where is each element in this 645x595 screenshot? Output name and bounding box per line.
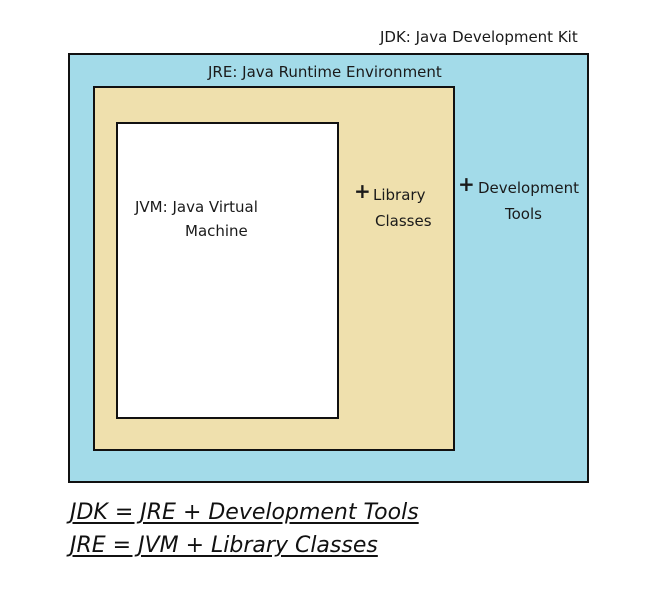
jvm-box xyxy=(116,122,339,419)
jvm-label-line2: Machine xyxy=(185,222,248,240)
equation-jdk: JDK = JRE + Development Tools xyxy=(70,500,419,525)
devtools-plus-sign: + xyxy=(458,172,475,196)
library-label-line2: Classes xyxy=(375,212,432,230)
jvm-label: JVM: Java Virtual Machine xyxy=(135,195,258,243)
library-label-line1: Library xyxy=(373,186,426,204)
devtools-label-line2: Tools xyxy=(505,205,542,223)
development-tools-label: Development Tools xyxy=(478,175,579,227)
library-plus-sign: + xyxy=(354,179,371,203)
devtools-label-line1: Development xyxy=(478,179,579,197)
jre-title: JRE: Java Runtime Environment xyxy=(208,63,442,81)
jdk-title: JDK: Java Development Kit xyxy=(380,28,578,46)
equation-jre: JRE = JVM + Library Classes xyxy=(70,533,378,558)
library-classes-label: Library Classes xyxy=(373,182,432,234)
jvm-label-line1: JVM: Java Virtual xyxy=(135,198,258,216)
